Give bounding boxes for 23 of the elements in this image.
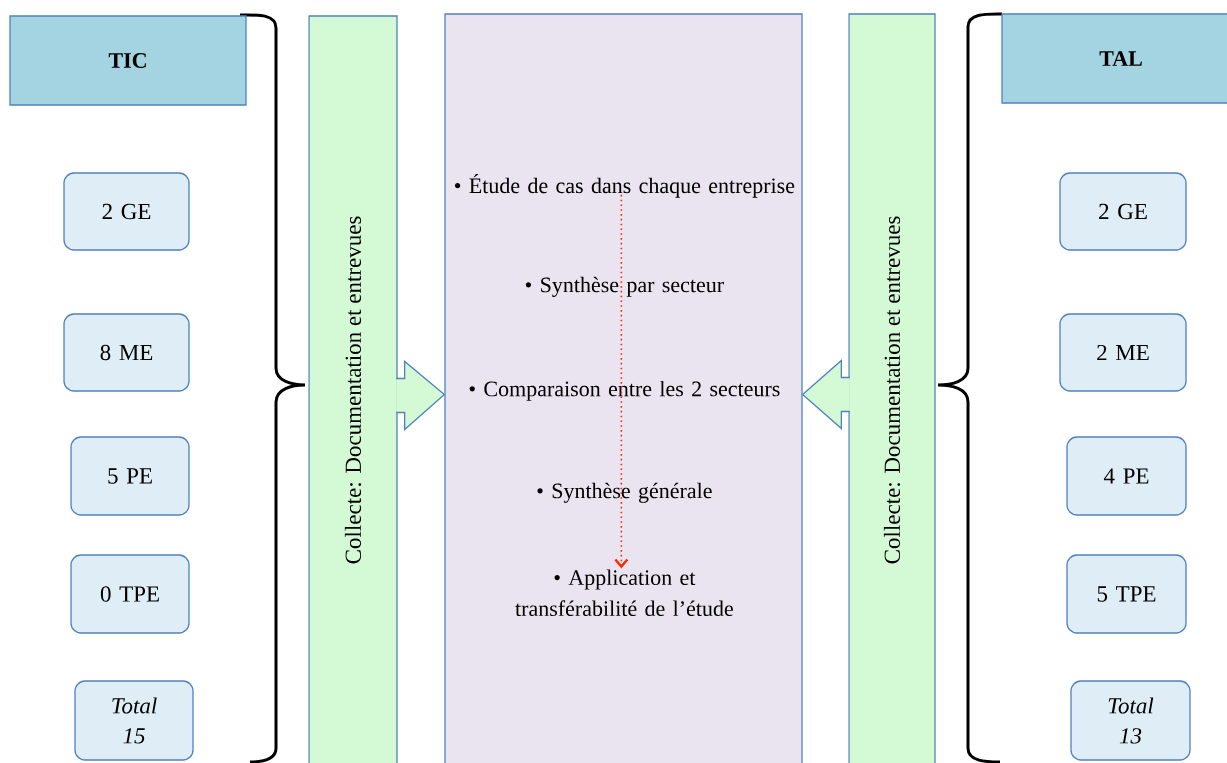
- list-item: • Synthèse par secteur: [525, 276, 724, 297]
- count-box: 2 ME: [1059, 313, 1187, 392]
- list-item: • Étude de cas dans chaque entreprise: [455, 174, 795, 198]
- header-box: TIC: [9, 15, 247, 106]
- collection-band: Collecte: Documentation et entrevues: [308, 15, 398, 763]
- count-box: 2 GE: [63, 172, 190, 251]
- list-item: • Comparaison entre les 2 secteurs: [469, 380, 780, 401]
- list-item: • Synthèse générale: [537, 482, 712, 503]
- total-box: Total 13: [1070, 680, 1191, 761]
- count-box: 2 GE: [1059, 172, 1187, 251]
- header-box: TAL: [1001, 13, 1227, 104]
- analysis-panel: [444, 13, 803, 763]
- block-arrow: [801, 359, 851, 430]
- count-box: 5 PE: [70, 436, 190, 516]
- count-box: 8 ME: [63, 313, 190, 392]
- collection-band: Collecte: Documentation et entrevues: [848, 13, 936, 763]
- count-box: 5 TPE: [1066, 554, 1187, 634]
- count-box: 4 PE: [1066, 436, 1187, 516]
- block-arrow: [395, 360, 446, 431]
- list-item: • Application et transférabilité de l’étude: [515, 569, 733, 617]
- total-box: Total 15: [74, 680, 194, 761]
- arrow: [614, 194, 629, 569]
- count-box: 0 TPE: [70, 554, 190, 634]
